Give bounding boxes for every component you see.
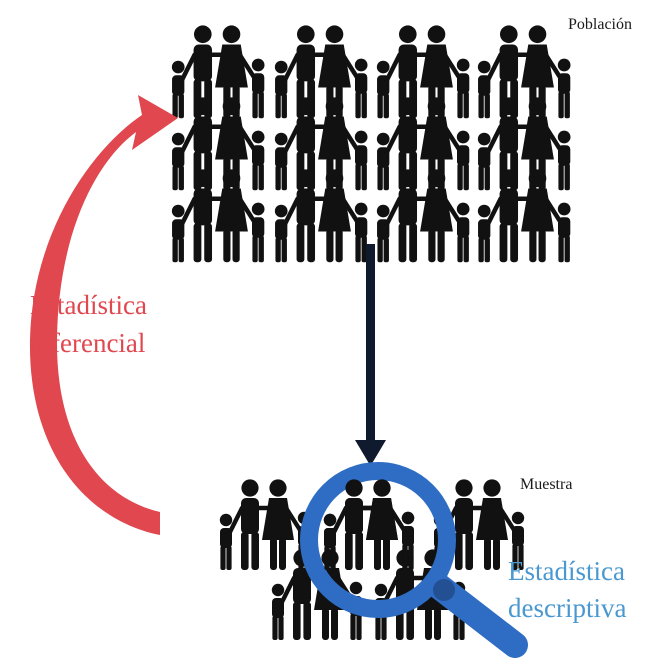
family-icon [377,97,470,190]
population-figures [172,25,571,262]
sample-label: Muestra [520,476,573,493]
family-icon [377,169,470,262]
family-icon [172,97,265,190]
family-icon [478,97,571,190]
descriptive-statistics-label: Estadística descriptiva [508,553,626,627]
down-arrow-icon [355,244,386,466]
magnifier-icon [300,462,528,658]
family-icon [478,169,571,262]
descriptive-label-line-1: Estadística [508,556,625,586]
family-icon [478,25,571,118]
curved-arrow-icon [29,95,178,535]
family-icon [377,25,470,118]
inferential-label-line-2: inferencial [30,328,146,358]
family-icon [275,97,368,190]
population-label: Población [568,16,632,33]
family-icon [275,25,368,118]
family-icon [172,25,265,118]
family-icon [275,169,368,262]
connectors [29,95,528,658]
inferential-label-line-1: Estadística [30,290,147,320]
descriptive-label-line-2: descriptiva [508,593,627,623]
inferential-statistics-label: Estadística inferencial [30,286,147,362]
family-icon [172,169,265,262]
